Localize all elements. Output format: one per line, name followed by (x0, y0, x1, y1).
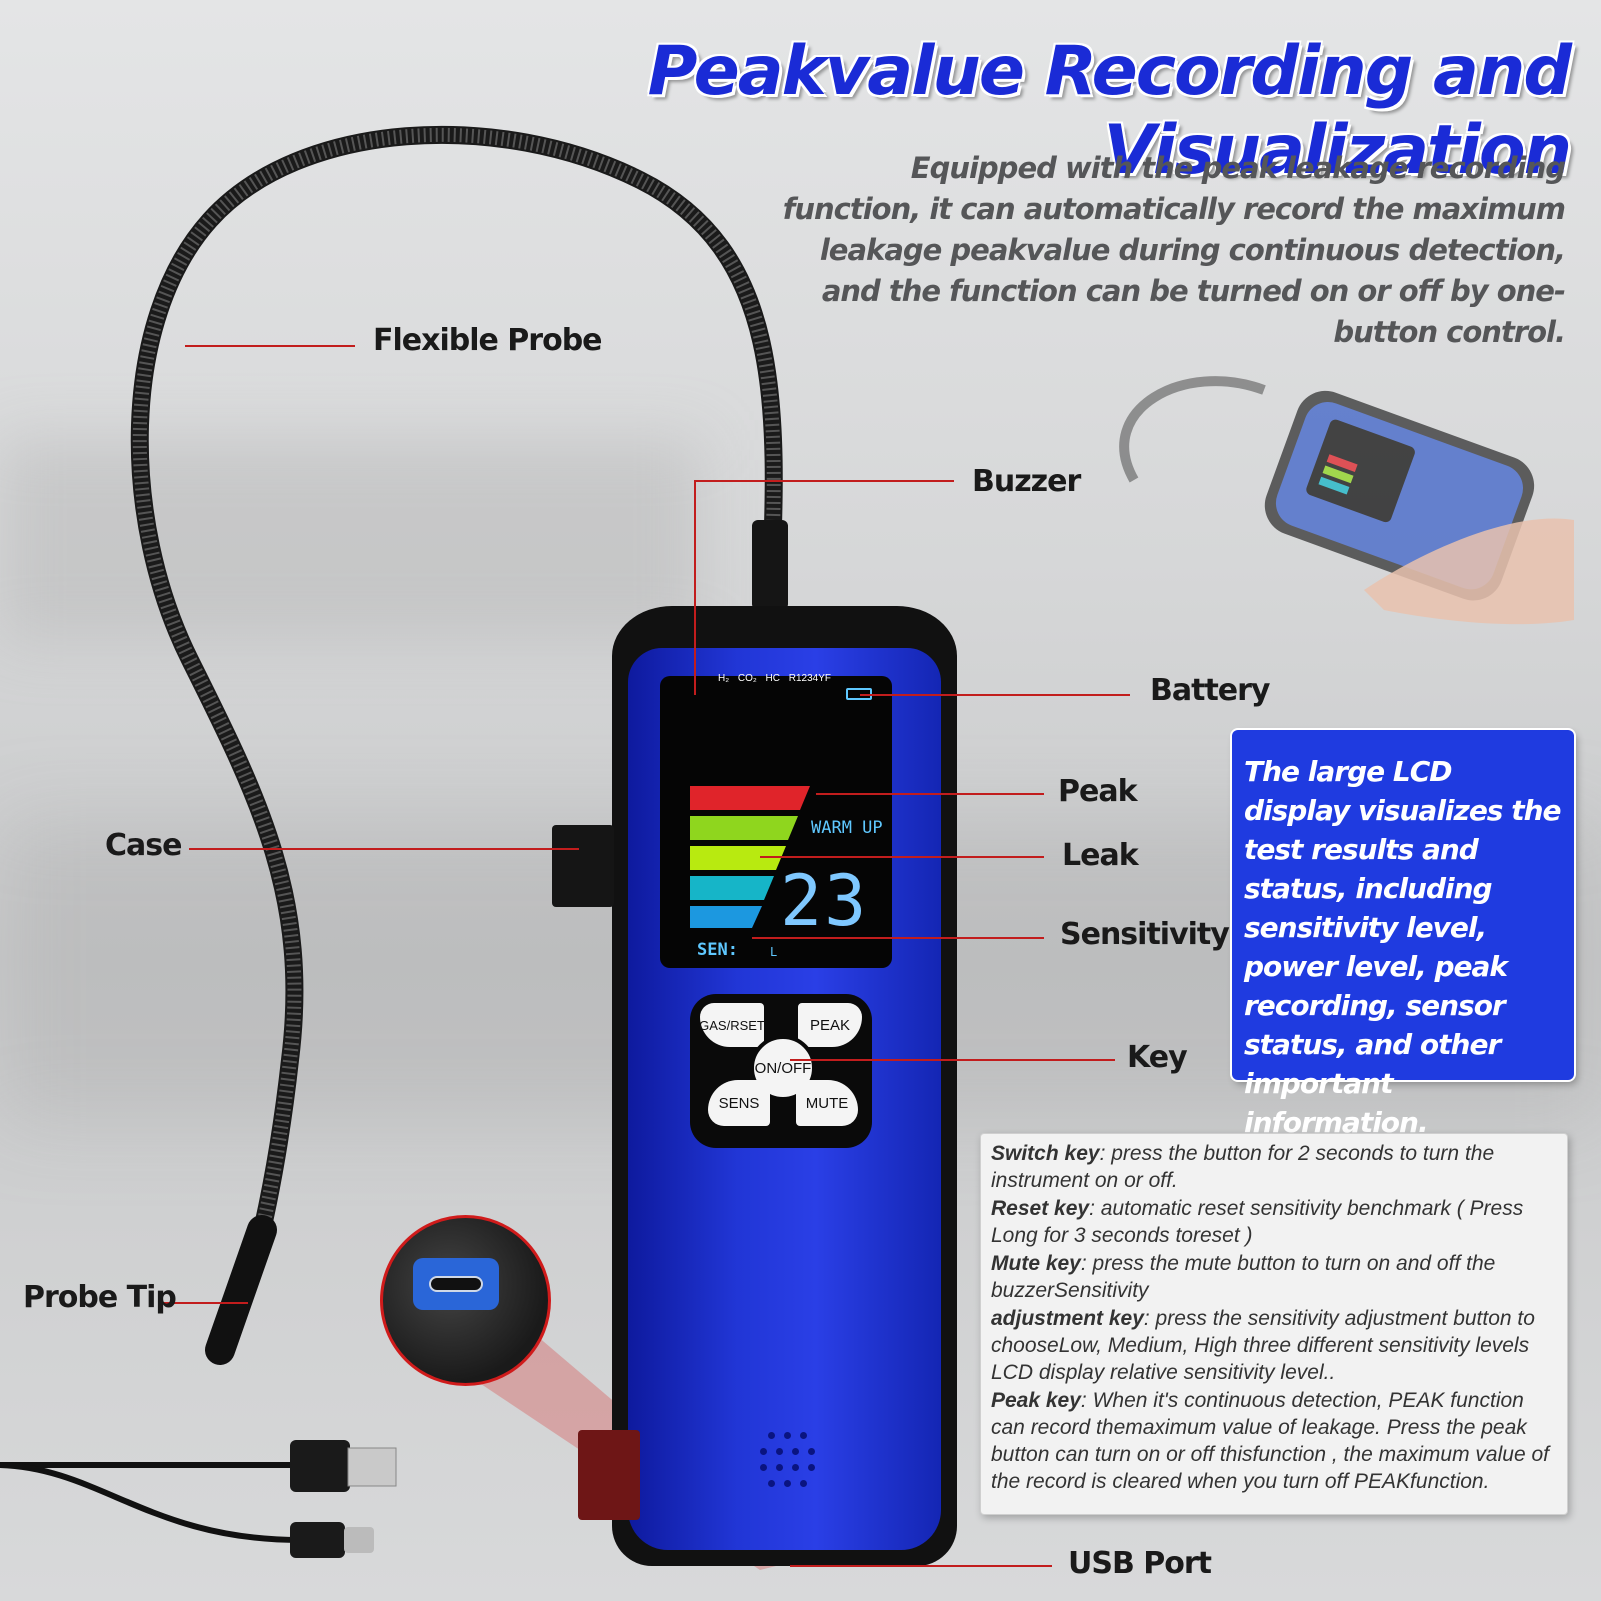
key-descriptions: Switch key: press the button for 2 secon… (980, 1133, 1568, 1515)
page-title: Peakvalue Recording and Visualization (647, 32, 1572, 190)
lcd-reading: 23 (780, 860, 869, 942)
callout-line (189, 848, 579, 850)
callout-line (816, 793, 1044, 795)
usb-port-closeup (380, 1215, 551, 1386)
note-key: adjustment key (991, 1307, 1144, 1330)
label-battery: Battery (1150, 673, 1270, 708)
callout-line (790, 1565, 1052, 1567)
note-key: Switch key (991, 1142, 1100, 1165)
background-blur (0, 440, 700, 640)
lcd-bar (690, 876, 774, 900)
belt-clip (552, 825, 614, 907)
callout-line (860, 694, 1130, 696)
lcd-bar-graph (690, 786, 810, 928)
mute-button[interactable]: MUTE (796, 1080, 858, 1126)
gas-reset-button[interactable]: GAS/RSET (699, 1003, 765, 1047)
usb-cable (0, 1462, 301, 1543)
probe-tip (205, 1215, 277, 1365)
usb-a-plug-body (290, 1440, 350, 1492)
note-text: : press the sensitivity adjustment butto… (991, 1307, 1535, 1384)
lcd-gas-types: H₂ CO₂ HC R1234YF (718, 673, 832, 684)
usb-port-cover (578, 1430, 640, 1520)
label-flexible-probe: Flexible Probe (373, 323, 603, 358)
label-peak: Peak (1058, 774, 1138, 809)
label-probe-tip: Probe Tip (23, 1280, 177, 1315)
usb-c-port-icon (413, 1258, 499, 1310)
intro-paragraph: Equipped with the peak leakage recording… (782, 151, 1566, 349)
hose-connector (752, 520, 788, 610)
callout-line (694, 480, 954, 482)
callout-line (790, 1059, 1115, 1061)
lcd-bar (690, 906, 762, 928)
note-key: Mute key (991, 1252, 1081, 1275)
lcd-bar (690, 786, 810, 810)
callout-line (760, 856, 1044, 858)
label-buzzer: Buzzer (972, 464, 1081, 499)
note-item: adjustment key: press the sensitivity ad… (991, 1305, 1557, 1386)
sens-button[interactable]: SENS (708, 1080, 770, 1126)
lcd-sensitivity-level: L (770, 945, 778, 959)
callout-line (160, 1302, 248, 1304)
callout-line (694, 480, 696, 695)
lcd-status-text: WARM UP (811, 818, 883, 838)
hose-ribbing (132, 127, 781, 1262)
label-key: Key (1127, 1040, 1188, 1075)
note-item: Mute key: press the mute button to turn … (991, 1250, 1557, 1304)
usb-a-plug-tip (347, 1447, 397, 1487)
note-text: : automatic reset sensitivity benchmark … (991, 1197, 1524, 1247)
label-leak: Leak (1062, 838, 1139, 873)
usb-c-plug-body (290, 1522, 345, 1558)
note-text: : press the mute button to turn on and o… (991, 1252, 1496, 1302)
lcd-info-text: The large LCD display visualizes the tes… (1244, 755, 1562, 1139)
lcd-info-box: The large LCD display visualizes the tes… (1232, 730, 1574, 1139)
speaker-grille (750, 1430, 830, 1490)
note-item: Reset key: automatic reset sensitivity b… (991, 1195, 1557, 1249)
note-item: Switch key: press the button for 2 secon… (991, 1140, 1557, 1194)
label-case: Case (105, 828, 182, 863)
inset-photo-device-in-hand (1119, 376, 1574, 625)
label-usb-port: USB Port (1068, 1546, 1212, 1581)
label-sensitivity: Sensitivity (1060, 917, 1230, 952)
note-key: Reset key (991, 1197, 1090, 1220)
note-text: : When it's continuous detection, PEAK f… (991, 1389, 1549, 1493)
lcd-bar (690, 846, 786, 870)
callout-line (185, 345, 355, 347)
lcd-sensitivity-label: SEN: (697, 940, 738, 960)
note-key: Peak key (991, 1389, 1081, 1412)
callout-line (752, 937, 1044, 939)
note-item: Peak key: When it's continuous detection… (991, 1387, 1557, 1495)
usb-c-plug-tip (344, 1527, 374, 1553)
peak-button[interactable]: PEAK (798, 1003, 862, 1047)
note-text: : press the button for 2 seconds to turn… (991, 1142, 1495, 1192)
lcd-bar (690, 816, 798, 840)
